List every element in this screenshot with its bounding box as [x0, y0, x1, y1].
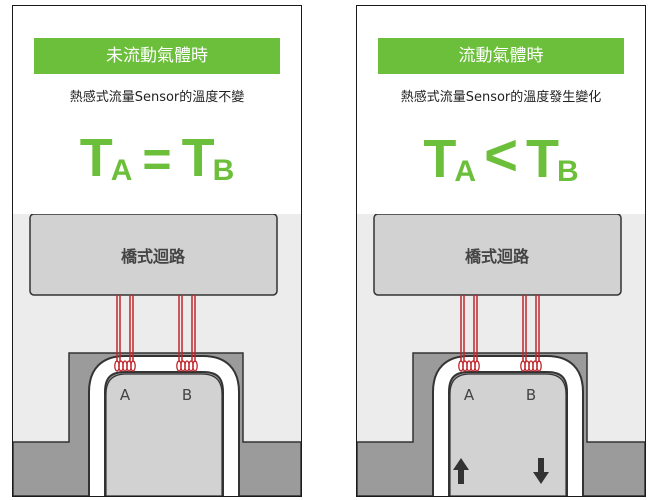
- temperature-equation: TA=TB: [13, 118, 301, 198]
- equation-term-a: TA: [80, 128, 133, 188]
- sensor-b-label: B: [182, 386, 192, 404]
- down-arrow-icon: [533, 458, 549, 484]
- equation-operator: <: [484, 123, 518, 188]
- panel-no-flow: 未流動氣體時 熱感式流量Sensor的溫度不變 TA=TB 橋式迴路: [12, 5, 302, 497]
- equation-t: T: [525, 129, 559, 189]
- tube-interior: [105, 373, 223, 496]
- flow-tube: [90, 357, 238, 496]
- sensor-a-coil: [458, 360, 480, 372]
- equation-t: T: [423, 129, 457, 189]
- equation-operator: =: [142, 131, 172, 187]
- equation-subscript-b: B: [212, 154, 235, 187]
- sensor-diagram: 橋式迴路 A: [357, 214, 645, 496]
- equation-t: T: [79, 128, 113, 188]
- panel-subtitle: 熱感式流量Sensor的溫度發生變化: [400, 90, 602, 105]
- bridge-circuit-label: 橋式迴路: [465, 247, 530, 266]
- bridge-circuit-box: [373, 214, 622, 296]
- sensor-a-wires: [460, 295, 478, 362]
- panel-gas-flow: 流動氣體時 熱感式流量Sensor的溫度發生變化 TA<TB 橋式迴路: [356, 5, 646, 497]
- equation-subscript-a: A: [110, 154, 133, 187]
- equation-term-a: TA: [423, 129, 476, 189]
- sensor-b-wires: [178, 295, 196, 362]
- tube-interior: [449, 373, 567, 496]
- sensor-a-coil: [114, 360, 136, 372]
- sensor-a-wires: [116, 295, 134, 362]
- sensor-a-label: A: [120, 386, 131, 404]
- sensor-b-wires: [522, 295, 540, 362]
- equation-subscript-b: B: [556, 155, 579, 188]
- bridge-circuit-label: 橋式迴路: [121, 247, 186, 266]
- equation-term-b: TB: [182, 128, 235, 188]
- equation-t: T: [181, 128, 215, 188]
- sensor-b-coil: [176, 360, 198, 372]
- sensor-b-label: B: [526, 386, 536, 404]
- temperature-equation: TA<TB: [357, 118, 645, 198]
- panel-subtitle: 熱感式流量Sensor的溫度不變: [69, 90, 245, 105]
- sensor-b-coil: [520, 360, 542, 372]
- sensor-a-label: A: [464, 386, 475, 404]
- panel-banner: 未流動氣體時: [34, 38, 280, 74]
- panel-banner: 流動氣體時: [378, 38, 624, 74]
- sensor-diagram: 橋式迴路: [13, 214, 301, 496]
- flow-tube: [434, 357, 582, 496]
- equation-subscript-a: A: [454, 155, 477, 188]
- equation-term-b: TB: [526, 129, 579, 189]
- up-arrow-icon: [453, 458, 469, 484]
- bridge-circuit-box: [29, 214, 278, 296]
